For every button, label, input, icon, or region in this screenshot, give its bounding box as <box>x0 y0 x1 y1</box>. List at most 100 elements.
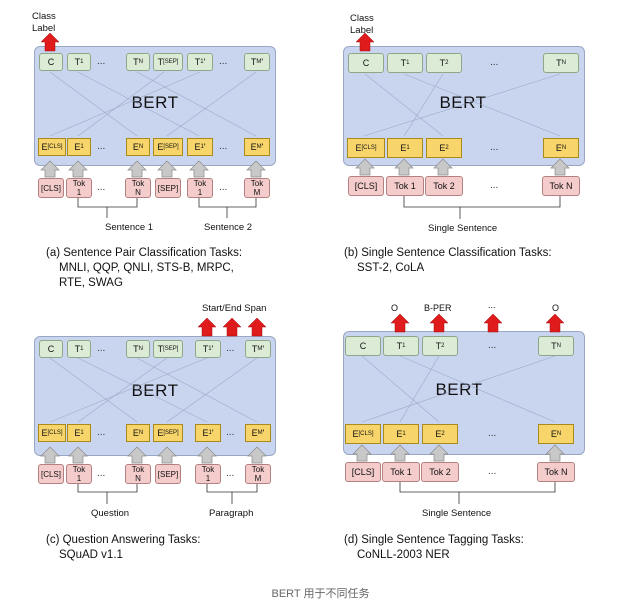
group-sentence2-a: Sentence 2 <box>204 222 253 233</box>
bert-label-b: BERT <box>439 93 487 112</box>
caption-a-line2: MNLI, QQP, QNLI, STS-B, MRPC, <box>59 262 234 274</box>
class-label-b: Class Label <box>350 13 374 37</box>
red-output-arrows <box>40 32 565 337</box>
token-tok2-b: Tok 2 <box>425 176 463 196</box>
embed-esep-c: E[SEP] <box>153 424 183 442</box>
token-cls-a: [CLS] <box>38 178 64 198</box>
embed-esep-a: E[SEP] <box>153 138 183 156</box>
class-label-a-line1: Class <box>32 11 56 22</box>
token-tok1-d: Tok 1 <box>382 462 420 482</box>
tag-label-o-2: O <box>552 303 560 313</box>
group-single-sentence-b: Single Sentence <box>428 223 498 234</box>
embed-cls-b: E[CLS] <box>347 138 385 158</box>
caption-b-line1: (b) Single Sentence Classification Tasks… <box>344 247 552 259</box>
bert-label-c: BERT <box>131 381 179 400</box>
embed-ellipsis-d: ... <box>488 428 497 439</box>
token-ellipsis-a1: ... <box>97 182 106 193</box>
output-c-b: C <box>348 53 384 73</box>
token-ellipsis-d: ... <box>488 466 497 477</box>
tag-label-bper: B-PER <box>424 303 452 313</box>
output-ellipsis-c2: ... <box>226 343 235 354</box>
output-ellipsis-a1: ... <box>97 56 106 67</box>
token-tok1-b: Tok 1 <box>386 176 424 196</box>
class-label-b-line2: Label <box>350 25 374 36</box>
embed-ellipsis-c1: ... <box>97 427 106 438</box>
group-single-sentence-d: Single Sentence <box>422 508 492 519</box>
caption-d-line2: CoNLL-2003 NER <box>357 549 450 561</box>
class-label-b-line1: Class <box>350 13 374 24</box>
caption-a-line3: RTE, SWAG <box>59 277 123 289</box>
token-cls-b: [CLS] <box>348 176 384 196</box>
grouping-brackets <box>77 196 561 504</box>
token-cls-c: [CLS] <box>38 464 64 484</box>
token-ellipsis-b: ... <box>490 180 499 191</box>
token-sep-a: [SEP] <box>155 178 181 198</box>
embed-ellipsis-b: ... <box>490 142 499 153</box>
class-label-a: Class Label <box>32 11 56 35</box>
caption-b-line2: SST-2, CoLA <box>357 262 425 274</box>
group-sentence1-a: Sentence 1 <box>105 222 154 233</box>
token-cls-d: [CLS] <box>345 462 381 482</box>
tag-label-o-1: O <box>391 303 399 313</box>
output-c-d: C <box>345 336 381 356</box>
token-tokn-d: Tok N <box>537 462 575 482</box>
token-ellipsis-c1: ... <box>97 468 106 479</box>
caption-d: (d) Single Sentence Tagging Tasks: CoNLL… <box>344 533 524 563</box>
gray-input-arrows <box>40 158 570 464</box>
group-paragraph-c: Paragraph <box>209 508 254 519</box>
caption-b: (b) Single Sentence Classification Tasks… <box>344 246 552 276</box>
embed-cls-a: E[CLS] <box>38 138 66 156</box>
output-ellipsis-b: ... <box>490 57 499 68</box>
caption-c: (c) Question Answering Tasks: SQuAD v1.1 <box>46 533 200 563</box>
page-caption: BERT 用于不同任务 <box>271 588 370 600</box>
span-label-c: Start/End Span <box>202 303 267 314</box>
output-tsep-c: T[SEP] <box>153 340 183 358</box>
output-c-a: C <box>39 53 63 71</box>
caption-a: (a) Sentence Pair Classification Tasks: … <box>46 246 242 291</box>
bert-label-a: BERT <box>131 93 179 112</box>
token-tok2-d: Tok 2 <box>421 462 459 482</box>
output-ellipsis-d: ... <box>488 340 497 351</box>
group-question-c: Question <box>91 508 130 519</box>
embed-cls-c: E[CLS] <box>38 424 66 442</box>
token-ellipsis-c2: ... <box>226 468 235 479</box>
output-c-c: C <box>39 340 63 358</box>
embed-ellipsis-a1: ... <box>97 141 106 152</box>
class-label-a-line2: Label <box>32 23 56 34</box>
caption-c-line1: (c) Question Answering Tasks: <box>46 534 201 546</box>
embed-ellipsis-c2: ... <box>226 427 235 438</box>
